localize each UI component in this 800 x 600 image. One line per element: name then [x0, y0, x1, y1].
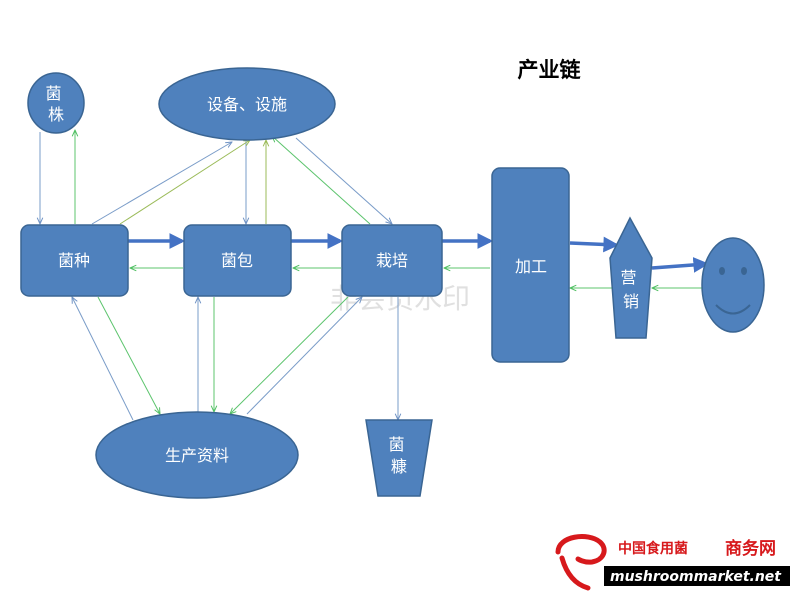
smiley-left-eye: [719, 267, 725, 275]
smiley-mouth: [715, 304, 751, 315]
logo-url-text: mushroommarket.net: [610, 569, 782, 585]
node-cultivation-label: 栽培: [376, 251, 408, 270]
arrow-processing-to-marketing: [569, 236, 620, 253]
node-marketing-line-1: 营: [620, 268, 636, 287]
logo-url-bar: [604, 566, 790, 586]
node-strain-label: 菌 株: [45, 84, 66, 124]
node-equipment[interactable]: 设备、设施: [158, 67, 336, 141]
node-marketing-line-2: 销: [623, 292, 639, 311]
node-bag-label: 菌包: [221, 251, 253, 270]
connector-spawn-to-equipment-olive: [119, 140, 250, 225]
blue-connectors: [40, 132, 398, 420]
node-marketing-label: 营 销: [620, 268, 641, 311]
connector-cultivation-to-equipment: [272, 136, 371, 225]
logo-cn-emph: 商务网: [725, 538, 776, 559]
node-consumer-smiley[interactable]: [701, 237, 765, 333]
node-residue-label: 菌 糠: [388, 435, 409, 476]
diagram-title: 产业链: [518, 57, 582, 82]
node-spawn-label: 菌种: [58, 251, 90, 270]
connector-cultivation-to-materials: [230, 296, 349, 414]
olive-connectors: [119, 140, 266, 225]
node-residue-line-2: 糠: [391, 457, 407, 476]
node-residue[interactable]: 菌 糠: [365, 419, 433, 497]
node-strain-line-2: 株: [48, 105, 64, 124]
node-bag[interactable]: 菌包: [183, 224, 292, 297]
node-cultivation[interactable]: 栽培: [341, 224, 443, 297]
logo-swoosh-icon: [555, 534, 607, 591]
node-strain[interactable]: 菌 株: [27, 72, 85, 134]
green-connectors: [75, 130, 702, 414]
arrow-marketing-to-consumer: [651, 257, 710, 273]
connector-materials-to-cultivation: [246, 297, 362, 415]
node-residue-line-1: 菌: [388, 435, 404, 454]
connector-equipment-to-cultivation: [295, 137, 392, 224]
node-marketing[interactable]: 营 销: [609, 216, 653, 339]
main-flow-arrows: [128, 233, 710, 273]
node-materials-label: 生产资料: [165, 446, 229, 465]
node-materials[interactable]: 生产资料: [95, 411, 299, 499]
node-processing[interactable]: 加工: [491, 167, 570, 363]
smiley-right-eye: [741, 267, 747, 275]
node-spawn[interactable]: 菌种: [20, 224, 129, 297]
logo-cn-text: 中国食用菌: [618, 540, 688, 557]
connector-materials-to-spawn: [72, 297, 134, 421]
mushroommarket-logo[interactable]: 中国食用菌 商务网 mushroommarket.net: [548, 528, 792, 592]
connector-spawn-to-materials: [97, 296, 160, 414]
connector-spawn-to-equipment: [91, 142, 232, 225]
node-processing-label: 加工: [515, 257, 547, 276]
node-strain-line-1: 菌: [45, 84, 61, 103]
node-equipment-label: 设备、设施: [207, 95, 287, 114]
